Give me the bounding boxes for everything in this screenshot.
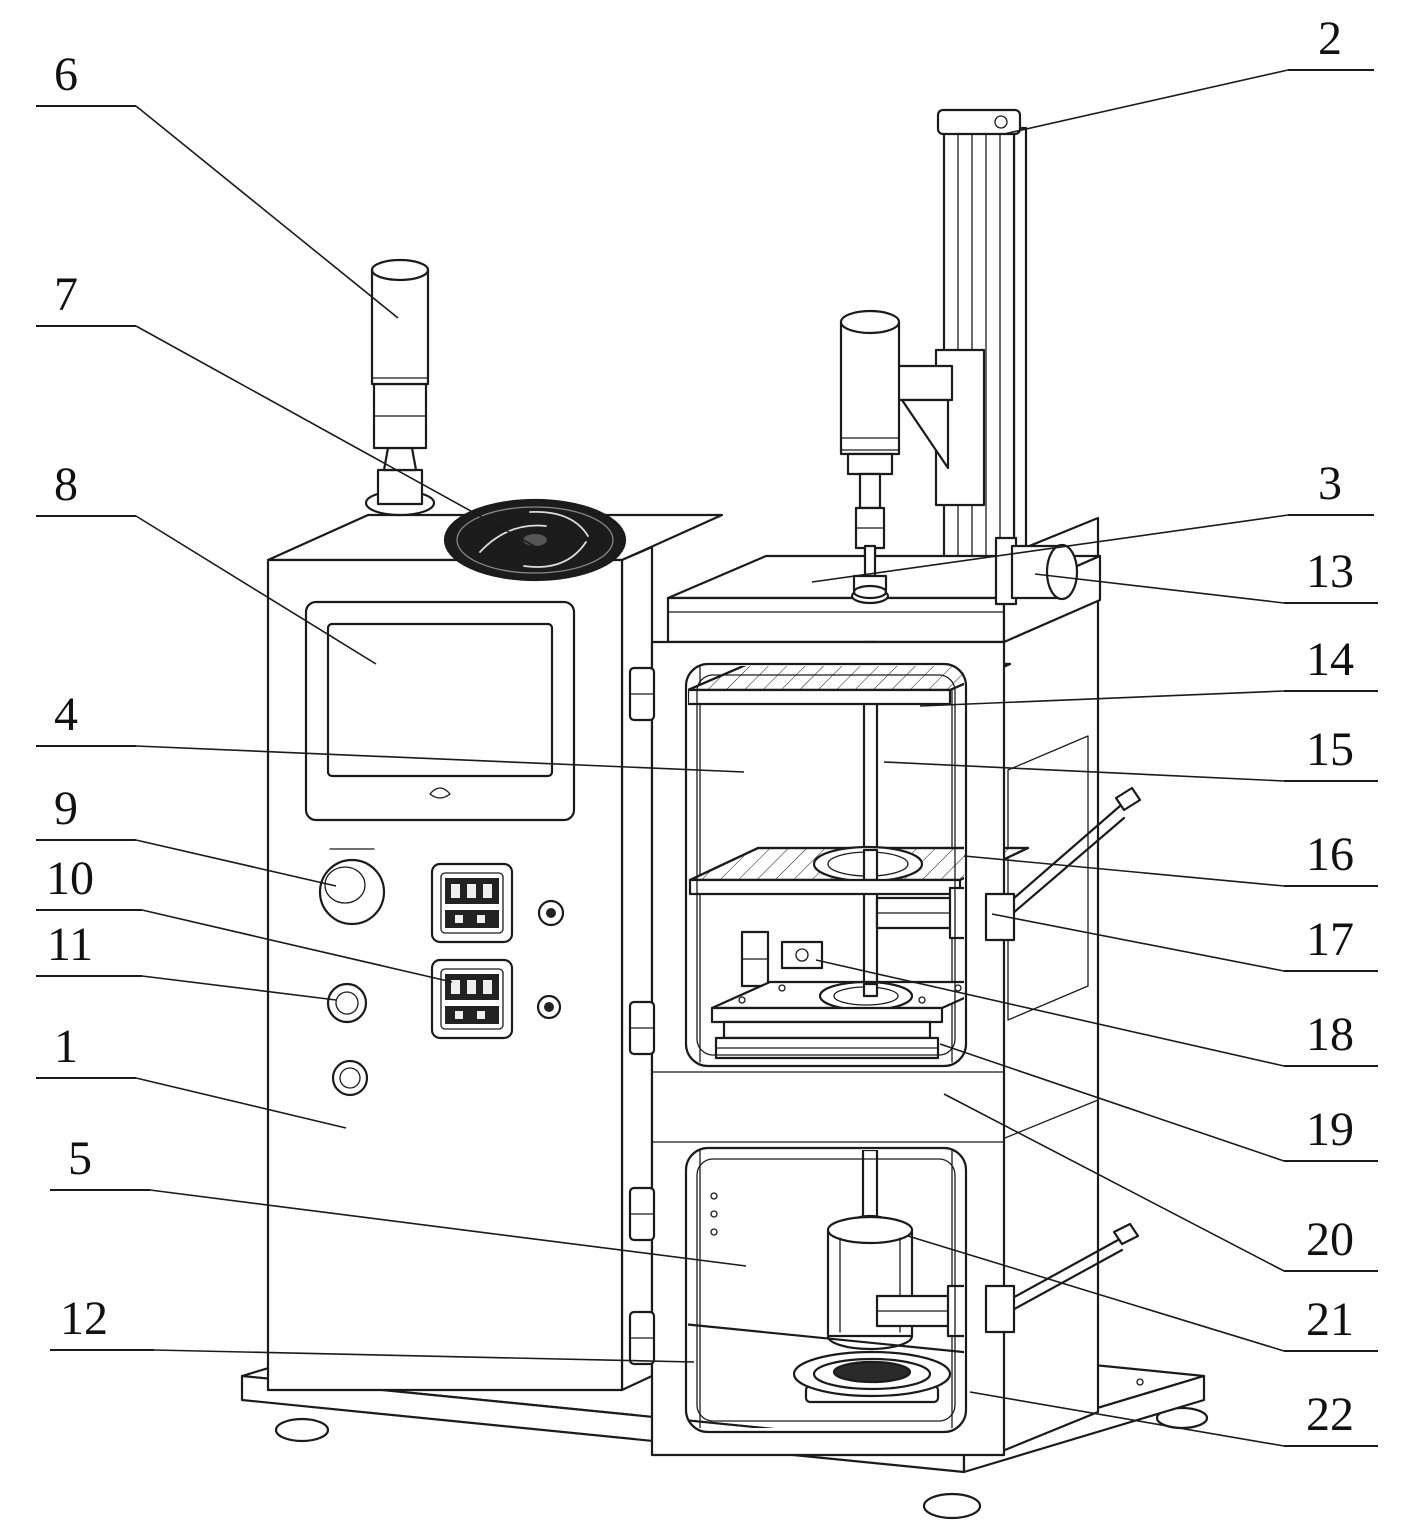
lower-door-opening — [684, 1146, 968, 1434]
callout-number-4: 4 — [54, 688, 78, 741]
foot-center — [922, 1492, 982, 1520]
digital-meter-lower — [430, 958, 514, 1040]
callout-leader-8 — [135, 515, 377, 665]
callout-leader-4 — [135, 745, 745, 773]
motor-shaft — [852, 544, 888, 600]
rod-fitting — [780, 940, 824, 970]
callout-number-7: 7 — [54, 268, 78, 321]
hmi-screen — [326, 622, 554, 778]
cooling-fan — [443, 498, 627, 582]
callout-number-15: 15 — [1306, 723, 1354, 776]
upper-door-opening — [684, 662, 968, 1068]
callout-leader-10 — [141, 909, 453, 983]
callout-number-17: 17 — [1306, 913, 1354, 966]
sample-dish — [792, 1350, 952, 1398]
callout-number-8: 8 — [54, 458, 78, 511]
callout-leader-20 — [943, 1093, 1285, 1272]
callout-number-22: 22 — [1306, 1388, 1354, 1441]
callout-number-19: 19 — [1306, 1103, 1354, 1156]
callout-number-6: 6 — [54, 48, 78, 101]
callout-number-13: 13 — [1306, 545, 1354, 598]
callout-number-18: 18 — [1306, 1008, 1354, 1061]
callout-leader-16 — [963, 855, 1285, 887]
lower-shaft — [861, 1148, 879, 1226]
signal-tower-light — [364, 258, 436, 517]
callout-number-16: 16 — [1306, 828, 1354, 881]
hatched-shelf — [686, 662, 1012, 706]
side-mounted-cylinder — [994, 536, 1079, 606]
callout-number-2: 2 — [1318, 12, 1342, 65]
callout-number-11: 11 — [47, 918, 93, 971]
clamp-handle-bars — [984, 786, 1142, 1334]
callout-leader-19 — [939, 1043, 1285, 1162]
press-motor-assembly — [839, 309, 986, 584]
callout-number-9: 9 — [54, 782, 78, 835]
digital-meter-upper — [430, 862, 514, 944]
callout-number-21: 21 — [1306, 1293, 1354, 1346]
callout-leader-14 — [919, 690, 1285, 707]
callout-number-3: 3 — [1318, 457, 1342, 510]
foot-left — [274, 1417, 330, 1443]
callout-number-1: 1 — [54, 1020, 78, 1073]
callout-number-10: 10 — [46, 852, 94, 905]
brand-logo-mark — [429, 787, 451, 799]
callout-leader-21 — [907, 1235, 1285, 1352]
callout-number-14: 14 — [1306, 633, 1354, 686]
upper-chamber-interior — [686, 640, 1030, 1063]
callout-number-12: 12 — [60, 1292, 108, 1345]
door-hinges — [628, 666, 656, 1366]
perforated-platform — [688, 845, 1030, 896]
control-knob — [318, 858, 386, 926]
callout-leader-3 — [811, 514, 1289, 583]
callout-leader-12 — [153, 1349, 695, 1363]
control-cabinet — [266, 513, 724, 1392]
lower-platform-stack — [710, 980, 1002, 1060]
callout-leader-22 — [969, 1391, 1285, 1447]
callout-leader-5 — [149, 1189, 747, 1267]
callout-leader-18 — [815, 959, 1285, 1067]
callout-leader-6 — [135, 105, 399, 319]
callout-leader-7 — [135, 325, 546, 553]
callout-number-5: 5 — [68, 1132, 92, 1185]
callout-number-20: 20 — [1306, 1213, 1354, 1266]
callout-leader-11 — [141, 975, 337, 1001]
callout-leader-13 — [1034, 573, 1285, 604]
callout-leader-9 — [135, 839, 337, 887]
callout-leader-2 — [1003, 69, 1289, 135]
callout-leader-17 — [991, 913, 1285, 972]
callout-leader-1 — [135, 1077, 347, 1129]
callout-leader-15 — [883, 761, 1285, 782]
test-cylinder — [826, 1215, 914, 1351]
